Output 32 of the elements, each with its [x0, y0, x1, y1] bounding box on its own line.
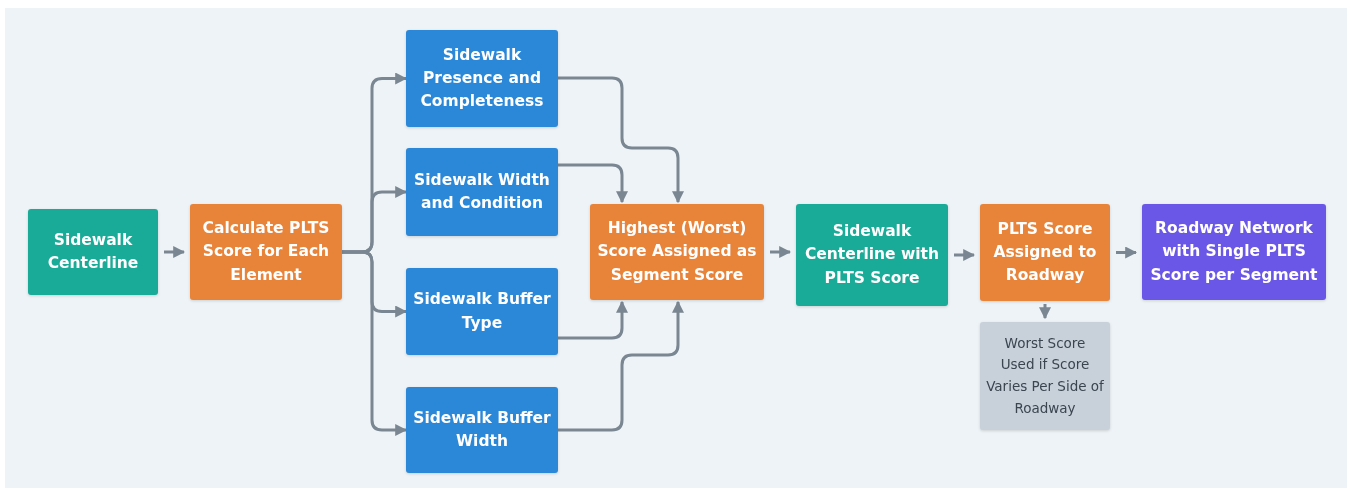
arrow	[1039, 304, 1051, 320]
box-label: Sidewalk Width and Condition	[413, 169, 551, 214]
process-box	[1142, 204, 1326, 300]
process-box	[406, 387, 558, 473]
arrow	[954, 249, 976, 261]
process-box	[796, 204, 948, 306]
arrow	[164, 246, 186, 258]
note-box	[980, 322, 1110, 430]
box-label: Sidewalk Centerline with PLTS Score	[803, 221, 941, 289]
box-label: Sidewalk Buffer Width	[412, 407, 552, 452]
arrow	[558, 163, 628, 204]
arrow	[342, 250, 408, 436]
box-label: Sidewalk Buffer Type	[412, 289, 552, 334]
box-label: Sidewalk Presence and Completeness	[419, 44, 545, 113]
box-label: Highest (Worst) Score Assigned as Segment Score	[596, 218, 758, 286]
box-label: Roadway Network with Single PLTS Score per Segment	[1149, 218, 1319, 286]
process-box	[406, 148, 558, 236]
arrow	[770, 246, 792, 258]
box-label: PLTS Score Assigned to Roadway	[992, 218, 1098, 287]
process-box	[406, 30, 558, 127]
box-label: Worst Score Used if Score Varies Per Side of Roadway	[986, 333, 1104, 418]
process-box	[980, 204, 1110, 301]
arrow	[558, 300, 628, 340]
process-box	[28, 209, 158, 295]
process-box	[406, 268, 558, 355]
process-box	[590, 204, 764, 300]
box-label: Sidewalk Centerline	[46, 229, 140, 274]
arrow	[558, 300, 684, 432]
process-box	[190, 204, 342, 300]
arrow	[1116, 246, 1138, 259]
arrow	[558, 76, 684, 204]
box-label: Calculate PLTS Score for Each Element	[201, 218, 331, 286]
